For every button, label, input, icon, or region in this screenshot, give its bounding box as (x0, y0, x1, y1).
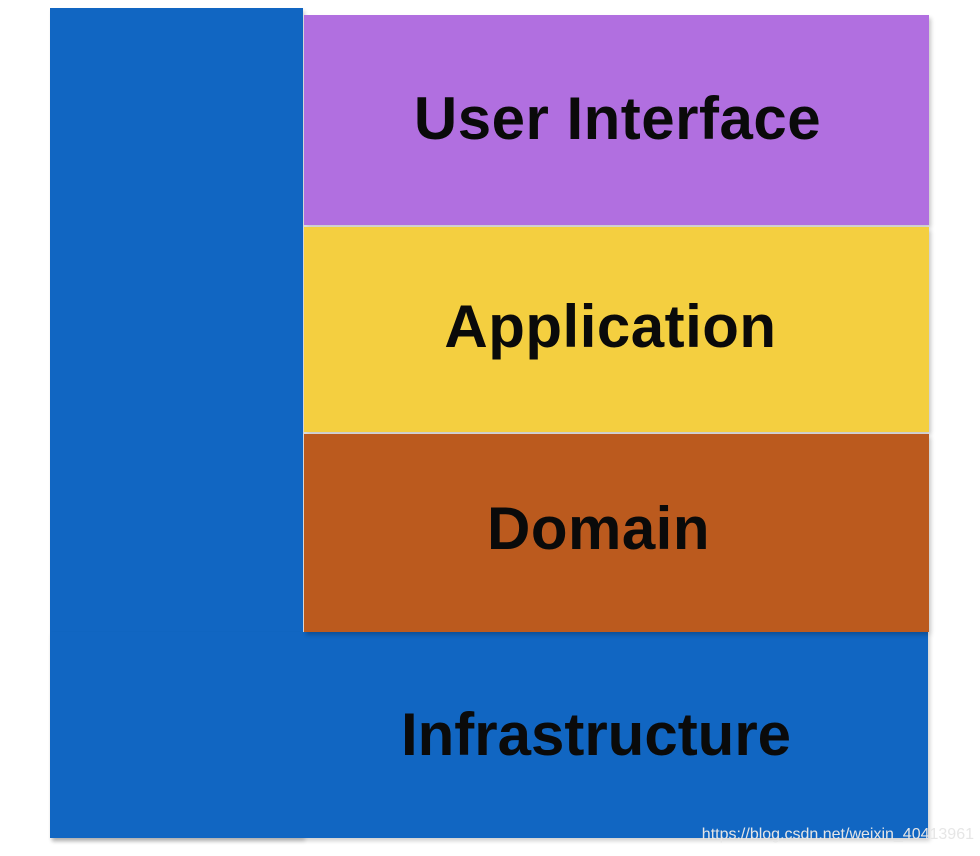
domain-label: Domain (486, 494, 711, 562)
infrastructure-layer-horizontal (50, 632, 928, 838)
application-label: Application (444, 293, 777, 360)
watermark-text: https://blog.csdn.net/weixin_40413961 (701, 826, 974, 843)
application-layer: Application (304, 227, 929, 432)
domain-layer: Domain (304, 434, 929, 632)
user-interface-layer: User Interface (304, 15, 929, 225)
user-interface-label: User Interface (413, 84, 822, 152)
infrastructure-label: Infrastructure (400, 701, 792, 768)
